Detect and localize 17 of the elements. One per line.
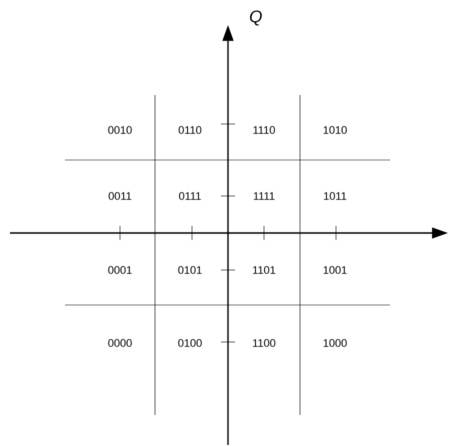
symbol-label: 1010 bbox=[324, 126, 347, 134]
symbol-label: 0101 bbox=[178, 266, 202, 274]
symbol-label: 0111 bbox=[179, 192, 201, 200]
symbol-label: 1100 bbox=[253, 339, 276, 347]
symbol-label: 0011 bbox=[108, 192, 132, 200]
symbol-label: 0110 bbox=[178, 126, 202, 134]
symbol-label: 1000 bbox=[324, 339, 347, 347]
symbol-label: 0100 bbox=[178, 339, 202, 347]
symbol-label: 1110 bbox=[253, 126, 275, 134]
symbol-label: 1011 bbox=[324, 192, 346, 200]
symbol-label: 1101 bbox=[253, 266, 276, 274]
symbol-label: 1111 bbox=[254, 192, 274, 200]
axis-label: Q bbox=[250, 10, 262, 26]
symbol-label: 0001 bbox=[108, 266, 132, 274]
symbol-label: 1001 bbox=[324, 266, 347, 274]
symbol-label: 0010 bbox=[108, 126, 132, 134]
symbol-label: 0000 bbox=[108, 339, 132, 347]
